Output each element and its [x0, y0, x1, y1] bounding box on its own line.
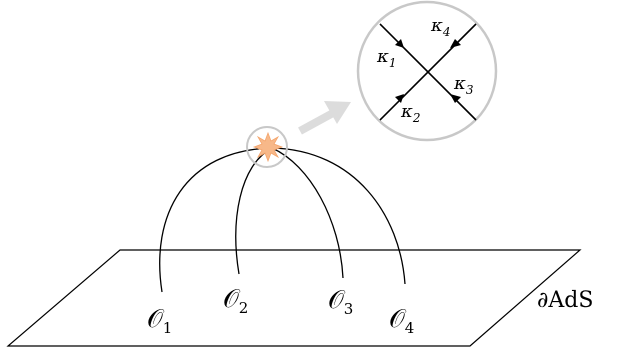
kappa-3-label: κ3 [453, 73, 474, 97]
kappa-1-label: κ1 [376, 46, 396, 70]
arrowhead-kappa2-icon [395, 94, 404, 103]
propagator-4 [271, 147, 406, 285]
interaction-burst-icon [252, 131, 284, 163]
arrowhead-kappa3-icon [450, 94, 461, 103]
zoom-arrow-icon [298, 101, 351, 135]
kappa-2-label: κ2 [400, 101, 420, 125]
zoom-inset-circle [356, 0, 498, 142]
propagator-3 [271, 147, 344, 279]
operator-2-label: 𝒪2 [223, 284, 248, 317]
propagator-2 [235, 147, 273, 275]
kappa-4-label: κ4 [430, 15, 450, 39]
operator-3-label: 𝒪3 [328, 285, 353, 318]
arrowhead-kappa1-icon [395, 39, 404, 48]
vertex-leg-2 [379, 23, 477, 121]
arrowhead-kappa4-icon [450, 39, 461, 48]
boundary-plane [6, 249, 582, 347]
propagator-1 [159, 147, 273, 293]
operator-1-label: 𝒪1 [147, 304, 172, 337]
operator-4-label: 𝒪4 [389, 304, 414, 337]
vertex-highlight-circle [246, 126, 288, 168]
boundary-label: ∂AdS [537, 288, 593, 313]
